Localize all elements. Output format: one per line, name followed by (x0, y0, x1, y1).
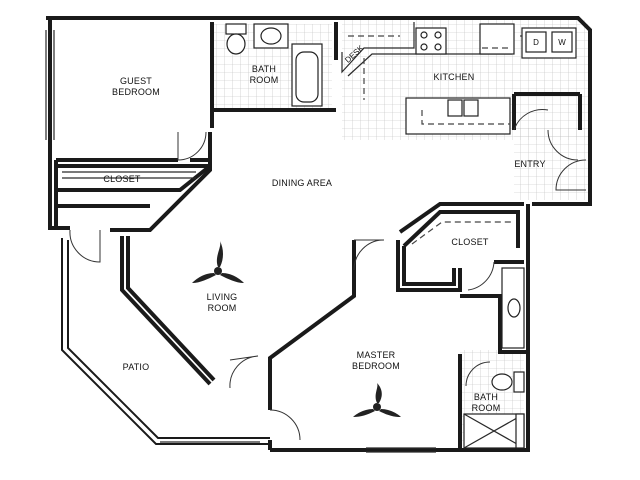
kitchen-sink-icon (447, 99, 479, 117)
bath-room-2-label-2: ROOM (472, 403, 501, 413)
living-room-label-2: ROOM (208, 303, 237, 313)
bath-room-1-label-2: ROOM (250, 75, 279, 85)
kitchen-label: KITCHEN (434, 72, 475, 82)
bath-2-fixtures (463, 267, 525, 449)
living-room-label-1: LIVING (207, 292, 238, 302)
closet-2-rod (411, 221, 512, 245)
ceiling-fan-icon-2 (353, 383, 401, 417)
toilet-icon (225, 23, 247, 35)
windows (160, 441, 436, 453)
dining-area-label: DINING AREA (272, 178, 332, 188)
dryer-icon (525, 31, 547, 53)
closet-1-shelves (62, 171, 196, 179)
bath-room-2-label-1: BATH (474, 392, 498, 402)
bath-room-1-label-1: BATH (252, 64, 276, 74)
toilet-icon-2 (513, 371, 525, 393)
room-labels: GUEST BEDROOM BATH ROOM DESK KITCHEN CLO… (103, 38, 566, 413)
bath-1-fixtures (225, 23, 323, 107)
patio-label: PATIO (123, 362, 150, 372)
master-bedroom-label-2: BEDROOM (352, 361, 400, 371)
closet-1-label: CLOSET (103, 174, 141, 184)
washer-dryer (521, 27, 577, 59)
toilet-bowl-icon-2 (491, 373, 513, 391)
washer-label: W (558, 38, 566, 47)
closet-2-label: CLOSET (451, 237, 489, 247)
guest-bedroom-label-2: BEDROOM (112, 87, 160, 97)
ceiling-fan-icon (192, 241, 244, 283)
entry-label: ENTRY (514, 159, 545, 169)
exterior-walls (46, 16, 592, 452)
toilet-bowl-icon (226, 33, 246, 55)
patio-outline (61, 238, 270, 445)
entry-tile (514, 128, 590, 200)
interior-walls (54, 22, 582, 450)
bath-sink-icon (260, 27, 282, 45)
doors (69, 109, 587, 441)
dryer-label: D (533, 38, 539, 47)
master-bedroom-label-1: MASTER (357, 350, 396, 360)
refrigerator-icon (479, 23, 515, 55)
guest-bedroom-label-1: GUEST (120, 76, 152, 86)
bath-sink-icon-2 (507, 298, 521, 318)
guest-window (45, 30, 55, 140)
washer-icon (551, 31, 573, 53)
stove-icon (415, 27, 447, 55)
